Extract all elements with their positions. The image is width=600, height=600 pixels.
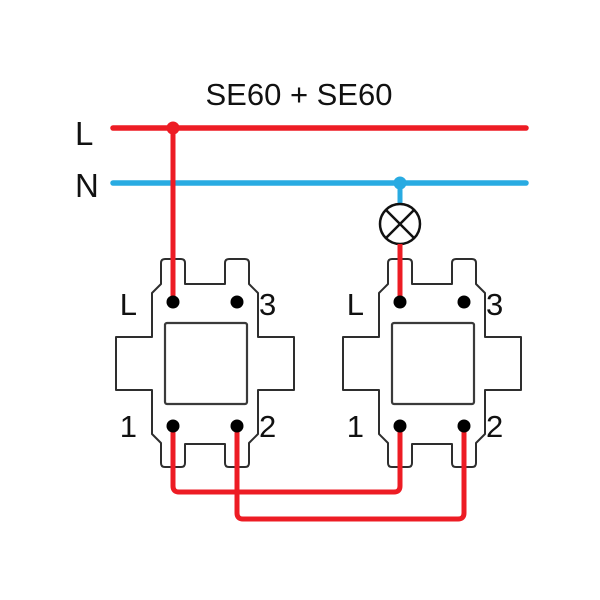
neutral-bus-label: N [75, 167, 99, 204]
live-junction-dot [166, 121, 180, 135]
switch-module-1: L 3 1 2 [115, 258, 295, 468]
strap-wire-terminal-2 [234, 426, 467, 522]
switch-1-terminal-dot-2 [230, 419, 244, 433]
diagram-title: SE60 + SE60 [206, 77, 393, 112]
neutral-junction-dot [393, 176, 407, 190]
live-bus-label: L [75, 115, 93, 152]
switch-2-terminal-label-l: L [347, 287, 364, 322]
switch-2-terminal-label-2: 2 [486, 409, 503, 444]
switch-2-terminal-dot-3 [457, 295, 471, 309]
switch-1-terminal-dot-l [166, 295, 180, 309]
switch-2-terminal-dot-l [393, 295, 407, 309]
switch-1-terminal-dot-1 [166, 419, 180, 433]
switch-1-terminal-label-l: L [120, 287, 137, 322]
strap-wire-terminal-1 [170, 426, 403, 495]
switch-1-terminal-label-3: 3 [259, 287, 276, 322]
lamp-cross-line-2 [385, 209, 415, 239]
switch-2-rocker [390, 321, 476, 406]
switch-2-terminal-dot-1 [393, 419, 407, 433]
switch-1-terminal-label-2: 2 [259, 409, 276, 444]
switch-2-terminal-dot-2 [457, 419, 471, 433]
switch-1-terminal-dot-3 [230, 295, 244, 309]
switch-1-terminal-label-1: 1 [120, 409, 137, 444]
switch-2-terminal-label-3: 3 [486, 287, 503, 322]
switch-module-2: L 3 1 2 [342, 258, 522, 468]
lamp-icon [378, 202, 422, 246]
switch-2-terminal-label-1: 1 [347, 409, 364, 444]
switch-1-rocker [163, 321, 249, 406]
